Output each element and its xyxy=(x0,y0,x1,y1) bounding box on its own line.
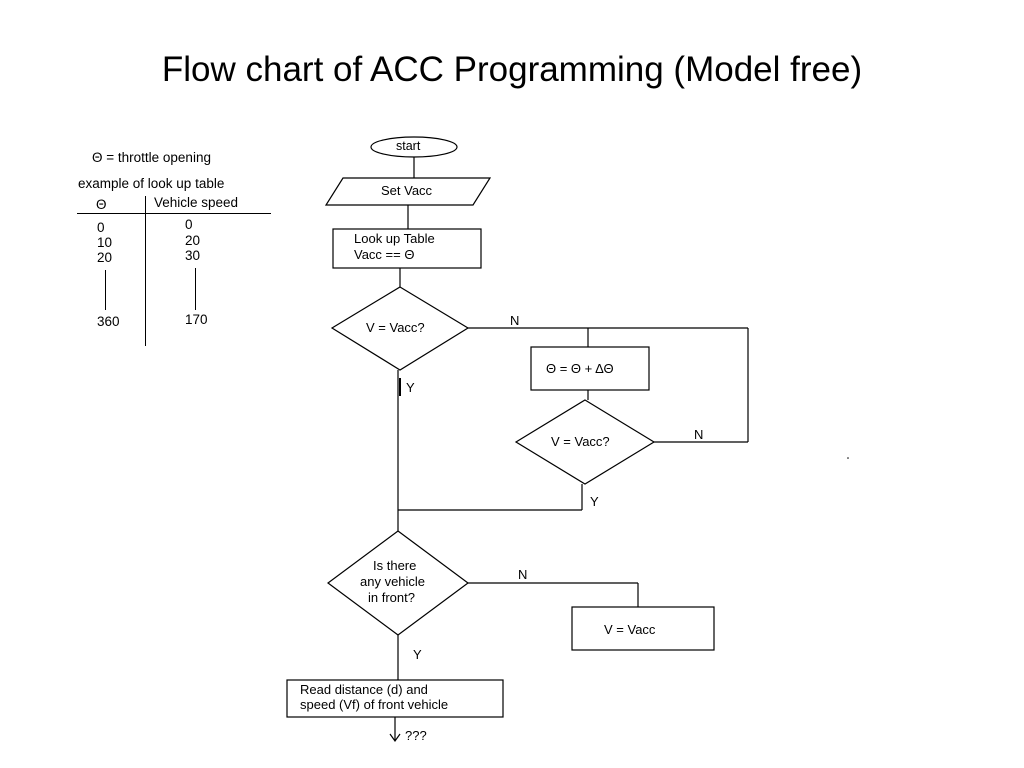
increment-theta-box xyxy=(530,346,650,391)
decision1-yes-label: Y xyxy=(406,380,415,395)
table-ellipsis-line xyxy=(195,268,196,310)
increment-label: Θ = Θ + ΔΘ xyxy=(546,361,614,376)
decision3-yes-label: Y xyxy=(413,647,422,662)
decision-v-equals-vacc-1 xyxy=(330,286,470,371)
decision2-no-label: N xyxy=(694,427,704,442)
read-label-line1: Read distance (d) and xyxy=(300,682,428,697)
start-label: start xyxy=(396,139,421,153)
decision3-label-line3: in front? xyxy=(368,590,415,605)
decision1-label: V = Vacc? xyxy=(366,320,425,335)
decision3-label-line1: Is there xyxy=(373,558,417,573)
decision-v-equals-vacc-2 xyxy=(514,399,656,485)
table-ellipsis-line xyxy=(105,270,106,310)
lookup-label-line2: Vacc == Θ xyxy=(354,247,415,262)
lookup-label-line1: Look up Table xyxy=(354,231,435,246)
end-question-label: ??? xyxy=(405,728,427,743)
table-cell-speed: 30 xyxy=(185,248,201,263)
stray-dot xyxy=(847,457,849,459)
read-label-line2: speed (Vf) of front vehicle xyxy=(300,697,449,712)
table-cell-speed: 170 xyxy=(185,312,208,327)
decision3-no-label: N xyxy=(518,567,528,582)
decision3-label-line2: any vehicle xyxy=(360,574,426,589)
column-header-speed: Vehicle speed xyxy=(154,195,239,210)
column-header-theta: Θ xyxy=(96,197,107,212)
lookup-table-box xyxy=(332,228,482,269)
table-cell-theta: 360 xyxy=(97,314,120,329)
table-cell-speed: 20 xyxy=(185,233,201,248)
arrow-head xyxy=(389,733,401,743)
theta-definition: Θ = throttle opening xyxy=(92,150,211,165)
set-vacc-input xyxy=(324,177,492,206)
set-v-vacc-box xyxy=(571,606,715,651)
decision2-label: V = Vacc? xyxy=(551,434,610,449)
table-column-divider xyxy=(145,196,146,346)
decision2-yes-label: Y xyxy=(590,494,599,509)
table-header-rule xyxy=(77,213,271,214)
table-cell-theta: 20 xyxy=(97,250,113,265)
slide-title: Flow chart of ACC Programming (Model fre… xyxy=(161,50,863,89)
decision1-no-label: N xyxy=(510,313,520,328)
table-cell-theta: 0 xyxy=(97,220,105,235)
table-caption: example of look up table xyxy=(78,176,225,191)
table-cell-theta: 10 xyxy=(97,235,113,250)
table-cell-speed: 0 xyxy=(185,217,193,232)
set-vacc-label: Set Vacc xyxy=(381,183,433,198)
set-v-label: V = Vacc xyxy=(604,622,656,637)
